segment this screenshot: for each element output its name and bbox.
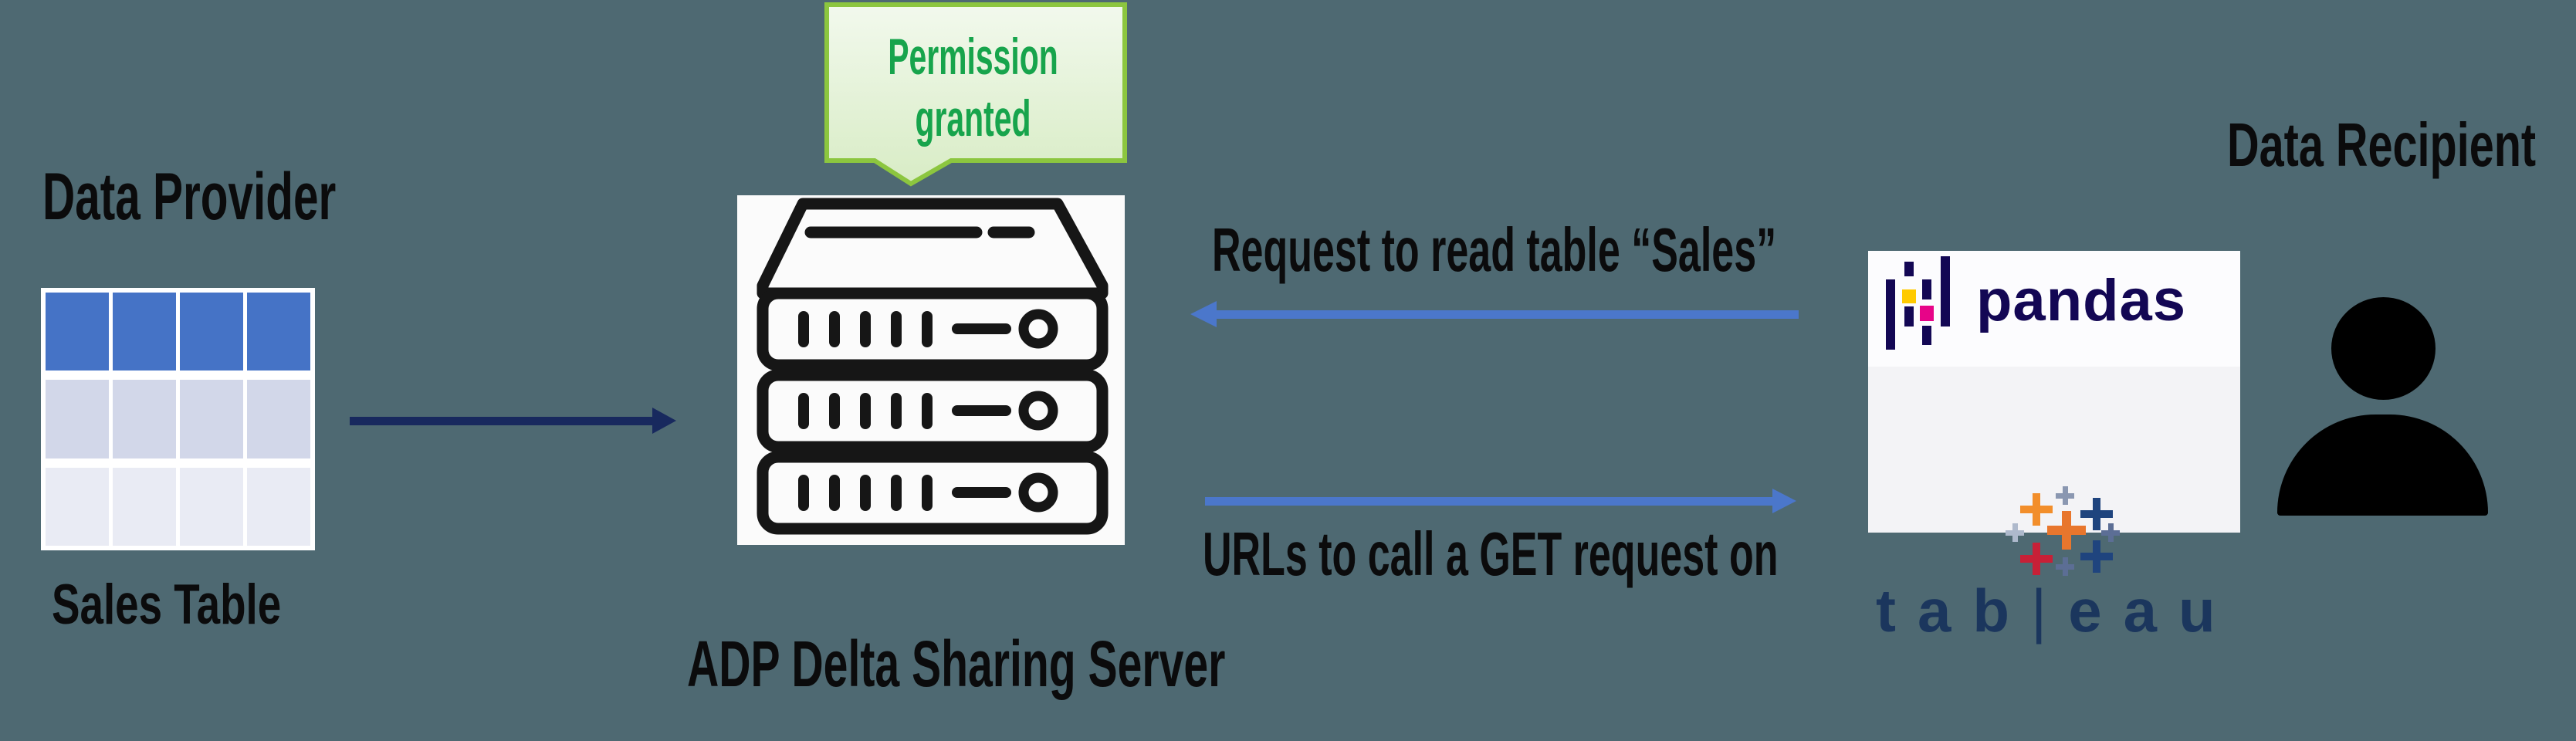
bubble-line-1: Permission <box>888 28 1058 85</box>
pandas-logo: pandas <box>1868 251 2240 367</box>
tableau-logo: tab|eau <box>1868 367 2240 641</box>
arrow-shaft <box>350 417 652 425</box>
server-caption: ADP Delta Sharing Server <box>687 628 1226 700</box>
arrow-head-right-icon <box>652 408 676 434</box>
tableau-wordmark-bar: | <box>2031 577 2069 645</box>
tableau-logo-icon <box>2006 486 2120 576</box>
table-row-cell <box>46 467 109 546</box>
recipient-title: Data Recipient <box>2227 110 2537 179</box>
arrow-shaft <box>1217 310 1799 319</box>
tableau-wordmark: tab|eau <box>1876 580 2237 641</box>
table-header-cell <box>113 293 176 371</box>
table-row-cell <box>180 467 243 546</box>
table-row-cell <box>180 380 243 458</box>
permission-bubble-text: Permission granted <box>879 26 1068 150</box>
arrow-shaft <box>1205 497 1772 506</box>
pandas-wordmark: pandas <box>1976 268 2187 333</box>
server-icon <box>757 198 1109 535</box>
table-row-cell <box>46 380 109 458</box>
pandas-logo-icon <box>1886 256 1950 350</box>
table-header-cell <box>46 293 109 371</box>
table-header-cell <box>247 293 310 371</box>
table-row-cell <box>113 467 176 546</box>
tableau-wordmark-tab: tab <box>1876 577 2031 645</box>
arrow-head-right-icon <box>1772 489 1796 513</box>
person-body <box>2277 414 2488 516</box>
bubble-line-2: granted <box>915 89 1031 147</box>
recipient-tools-panel: pandas tab|eau <box>1868 251 2240 641</box>
table-row-cell <box>113 380 176 458</box>
table-row-cell <box>247 380 310 458</box>
urls-flow-label: URLs to call a GET request on <box>1203 519 1779 588</box>
speech-bubble <box>824 2 1127 187</box>
sales-table-graphic <box>41 288 315 550</box>
tableau-wordmark-eau: eau <box>2068 577 2237 645</box>
request-flow-label: Request to read table “Sales” <box>1212 215 1777 284</box>
person-head <box>2331 297 2436 400</box>
table-header-cell <box>180 293 243 371</box>
provider-title: Data Provider <box>42 160 337 234</box>
table-row-cell <box>247 467 310 546</box>
sales-table-caption: Sales Table <box>52 574 282 636</box>
arrow-head-left-icon <box>1190 301 1217 327</box>
